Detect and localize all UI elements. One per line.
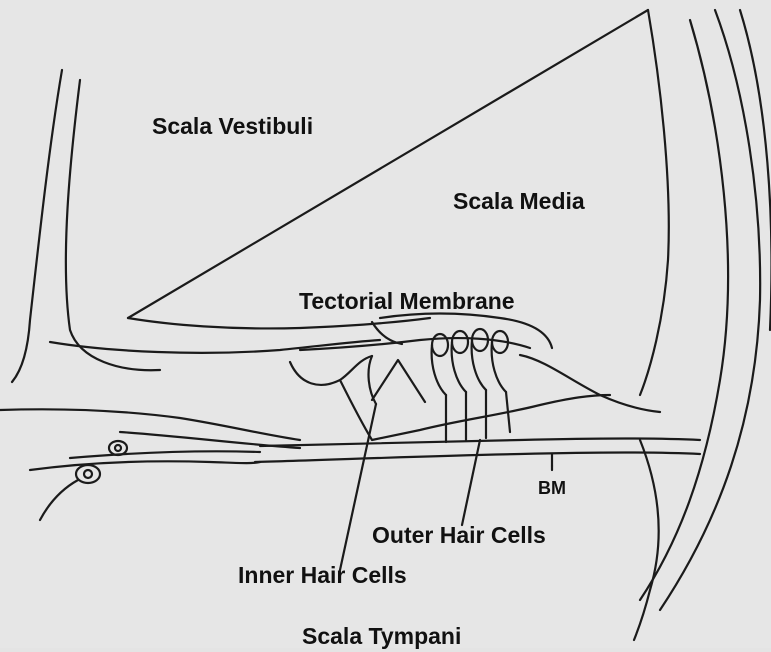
- leader-outer-hair-cells: [462, 440, 480, 525]
- label-outer-hair-cells: Outer Hair Cells: [372, 522, 546, 549]
- leader-inner-hair-cells: [340, 404, 376, 570]
- label-scala-vestibuli: Scala Vestibuli: [152, 113, 313, 140]
- nerve-out: [40, 480, 78, 520]
- label-scala-tympani: Scala Tympani: [302, 623, 461, 650]
- right-wall-3: [640, 20, 728, 600]
- tunnel-of-corti: [372, 360, 425, 402]
- spiral-ligament: [640, 10, 669, 395]
- label-tectorial-membrane: Tectorial Membrane: [299, 288, 515, 315]
- ohc-top-2: [452, 331, 468, 353]
- label-scala-media: Scala Media: [453, 188, 585, 215]
- spiral-ganglion-1-nucleus: [115, 445, 121, 451]
- right-wall-2: [740, 10, 771, 330]
- label-inner-hair-cells: Inner Hair Cells: [238, 562, 407, 589]
- left-wall-outer: [12, 70, 62, 382]
- spiral-ganglion-2: [76, 465, 100, 483]
- reissner-membrane: [128, 10, 648, 318]
- spiral-ganglion-2-nucleus: [84, 470, 92, 478]
- limbus-top: [128, 318, 430, 328]
- organ-of-corti-outline: [340, 380, 610, 440]
- nerve-fiber-2: [70, 451, 260, 458]
- limbus-body: [50, 340, 380, 353]
- ohc-top-1: [432, 334, 448, 356]
- left-wall-inner: [66, 80, 160, 370]
- scala-tympani-wall: [634, 440, 659, 640]
- inner-sulcus: [290, 356, 372, 385]
- tectorial-membrane-top: [380, 314, 552, 349]
- lamina-lower: [30, 461, 260, 470]
- hensen-cells: [520, 355, 660, 412]
- label-bm: BM: [538, 478, 566, 499]
- spiral-ganglion-1: [109, 441, 127, 455]
